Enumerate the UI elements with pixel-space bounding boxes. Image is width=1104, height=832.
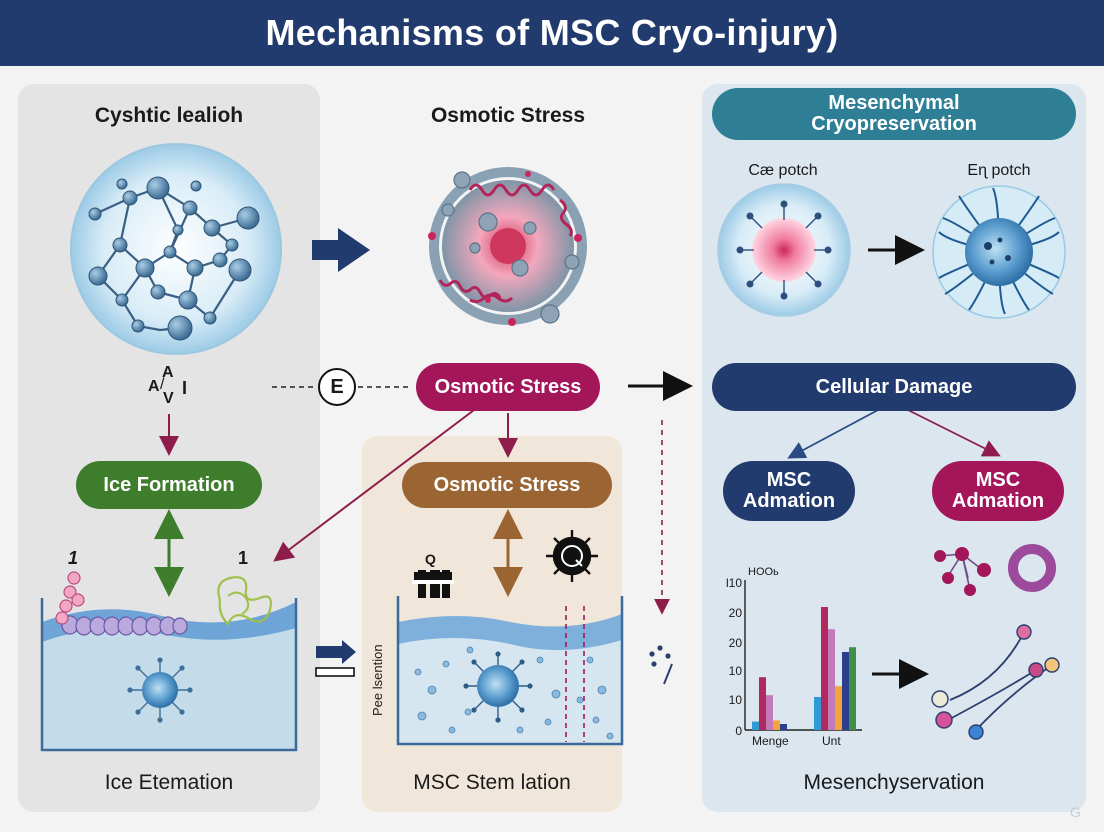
chart-ytick-label: 20 (728, 636, 742, 650)
chart-bar (821, 607, 828, 730)
equipment-icon (412, 570, 454, 598)
chart-ytick-label: 10 (728, 664, 742, 678)
osmotic-stress-cell (428, 167, 587, 326)
chart-ytick-label: 0 (735, 724, 742, 738)
chart-bar (849, 647, 856, 730)
left-panel-heading: Cyshtic lealioh (94, 104, 244, 127)
cryopreserved-cell-a (717, 183, 851, 317)
osmotic-stress-inner-pill: Osmotic Stress (402, 462, 612, 508)
ice-formation-pill: Ice Formation (76, 461, 262, 509)
particle-dots (649, 645, 673, 685)
mini-bar-chart (744, 580, 862, 731)
left-symbol-mid2: / (160, 376, 165, 393)
stem-tank (396, 596, 624, 746)
middle-panel-footer: MSC Stem lation (413, 771, 571, 794)
left-symbol-right: I (182, 378, 188, 398)
page-title: Mechanisms of MSC Cryo-injury) (0, 0, 1104, 66)
chart-bar (759, 677, 766, 730)
bar-layer (752, 607, 856, 730)
transition-arrow (312, 228, 370, 272)
connection-network (931, 624, 1060, 740)
chart-ytick-label: 20 (728, 606, 742, 620)
left-marker-b: 1 (238, 548, 249, 568)
connector-node (318, 368, 356, 406)
chart-bar (766, 695, 773, 730)
msc-admation-left-pill: MSC Admation (723, 461, 855, 521)
chart-bar (835, 686, 842, 730)
msc-admation-right-pill: MSC Admation (932, 461, 1064, 521)
cell-a-label: Cæ potch (748, 162, 818, 179)
cryopreservation-heading: Mesenchymal Cryopreservation (712, 88, 1076, 140)
chart-bar (780, 724, 787, 730)
left-panel-footer: Ice Etemation (104, 771, 234, 794)
chart-bar (842, 652, 849, 730)
cellular-damage-pill: Cellular Damage (712, 363, 1076, 411)
cryopreserved-cell-b (932, 185, 1066, 319)
cell-b-label: Eɳ potch (967, 162, 1031, 179)
tank-transition-arrow (316, 640, 356, 664)
molecule-network-sphere (70, 143, 282, 355)
molecule-cluster (934, 544, 1056, 596)
chart-ytick-label: 10 (728, 693, 742, 707)
chart-category-label: Unt (822, 734, 841, 748)
chart-bar (773, 720, 780, 730)
osmotic-stress-pill: Osmotic Stress (416, 363, 600, 411)
chart-ytick-label: l10 (725, 576, 742, 590)
left-symbol-top: A (162, 364, 174, 381)
middle-heading: Osmotic Stress (430, 104, 586, 127)
connector-label: E (330, 376, 344, 398)
chart-bar (814, 697, 821, 730)
watermark: G (1070, 804, 1081, 820)
chart-bar (828, 629, 835, 730)
left-marker-a: 1 (68, 548, 79, 568)
ice-tank (40, 571, 298, 752)
equipment-icon-label: Q (425, 551, 436, 567)
chart-category-label: Menge (752, 734, 789, 748)
left-symbol-bottom: V (163, 390, 174, 407)
virus-icon (546, 530, 598, 582)
tank-side-label: Pee lsention (370, 644, 385, 716)
left-symbol-mid: A (148, 378, 160, 395)
chart-bar (752, 721, 759, 730)
right-panel-footer: Mesenchyservation (803, 771, 985, 794)
chart-title: HOOь (748, 566, 779, 578)
